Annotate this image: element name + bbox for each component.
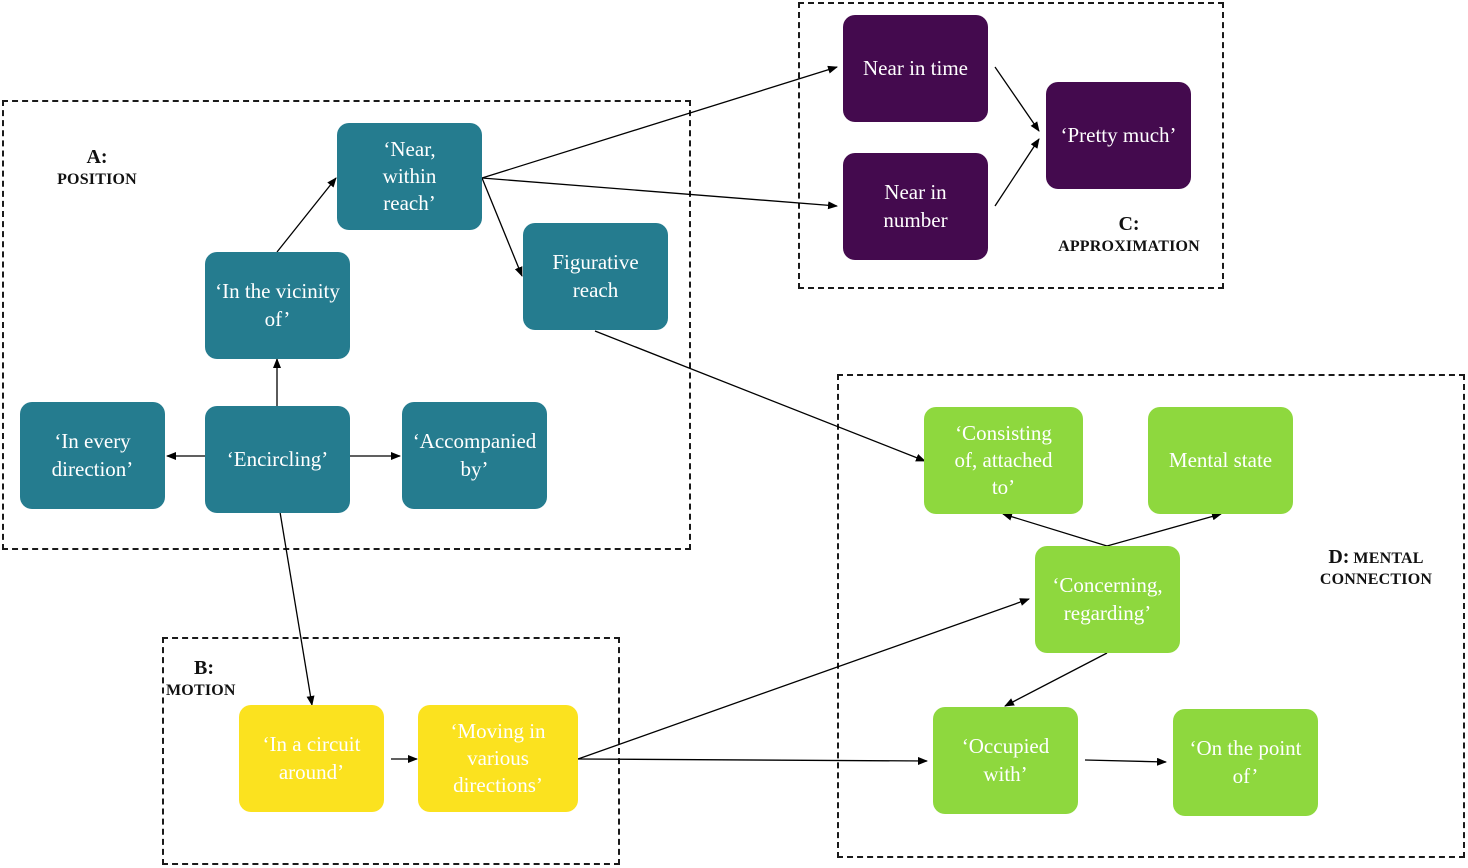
node-accompanied-by: ‘Accompanied by’ [402,402,547,509]
region-word-mental: MENTAL [1353,550,1424,567]
node-label: Near in time [863,55,968,80]
node-label: ‘In the vicinity of’ [215,279,340,331]
node-label: ‘On the point of’ [1189,736,1302,788]
region-letter-a: A: [86,146,108,168]
region-word-motion: MOTION [166,682,236,699]
arrow-concerning-to-consisting [1002,512,1108,547]
node-label: Figurative reach [552,250,639,302]
region-label-position: A: POSITION [42,145,152,190]
node-occupied-with: ‘Occupied with’ [933,707,1078,814]
region-mental-connection [837,374,1465,858]
arrow-near-to-figurative [481,177,523,277]
node-mental-state: Mental state [1148,407,1293,514]
node-pretty-much: ‘Pretty much’ [1046,82,1191,189]
region-approximation [798,2,1224,289]
node-near-in-time: Near in time [843,15,988,122]
node-on-the-point-of: ‘On the point of’ [1173,709,1318,816]
region-position [2,100,691,550]
arrow-encircling-to-circuit [279,511,315,706]
arrow-figurative-to-consisting [594,330,926,462]
arrow-near-to-time [481,65,838,179]
node-label: ‘Accompanied by’ [412,429,537,481]
node-label: ‘Near, within reach’ [382,136,437,216]
node-label: ‘Concerning, regarding’ [1052,573,1163,625]
node-consisting-of: ‘Consisting of, attached to’ [924,407,1083,514]
node-in-the-vicinity-of: ‘In the vicinity of’ [205,252,350,359]
region-word-approximation: APPROXIMATION [1058,238,1200,255]
node-label: ‘Encircling’ [226,446,329,471]
node-moving-in-various-directions: ‘Moving in various directions’ [418,705,578,812]
region-label-mental-connection: D: MENTAL CONNECTION [1306,545,1446,590]
node-label: ‘Occupied with’ [961,734,1050,786]
region-label-motion: B: MOTION [166,656,254,701]
node-label: ‘Moving in various directions’ [450,718,546,798]
node-label: ‘Pretty much’ [1060,122,1177,147]
arrow-number-to-pretty [994,138,1040,207]
region-motion [162,637,620,865]
region-word-position: POSITION [57,171,137,188]
region-letter-b: B: [194,657,214,679]
node-encircling: ‘Encircling’ [205,406,350,513]
node-in-every-direction: ‘In every direction’ [20,402,165,509]
arrow-near-to-number [481,177,838,210]
arrow-moving-to-occupied [577,756,928,765]
node-near-in-number: Near in number [843,153,988,260]
node-label: ‘Consisting of, attached to’ [954,420,1053,500]
node-concerning-regarding: ‘Concerning, regarding’ [1035,546,1180,653]
arrow-vicinity-to-near [276,177,337,253]
region-letter-d: D: [1328,546,1350,568]
node-near-within-reach: ‘Near, within reach’ [337,123,482,230]
node-label: Mental state [1168,447,1273,472]
region-word-connection: CONNECTION [1319,571,1433,588]
arrow-time-to-pretty [994,66,1040,132]
region-label-approximation: C: APPROXIMATION [1046,212,1212,257]
arrow-occupied-to-on-the-point [1084,757,1167,766]
node-label: ‘In every direction’ [51,429,134,481]
node-label: Near in number [883,180,948,232]
node-in-a-circuit-around: ‘In a circuit around’ [239,705,384,812]
arrow-concerning-to-mental-state [1106,512,1222,547]
arrow-moving-to-concerning [577,598,1030,760]
region-letter-c: C: [1118,213,1140,235]
node-label: ‘In a circuit around’ [262,732,361,784]
arrow-concerning-to-occupied [1004,652,1108,707]
node-figurative-reach: Figurative reach [523,223,668,330]
